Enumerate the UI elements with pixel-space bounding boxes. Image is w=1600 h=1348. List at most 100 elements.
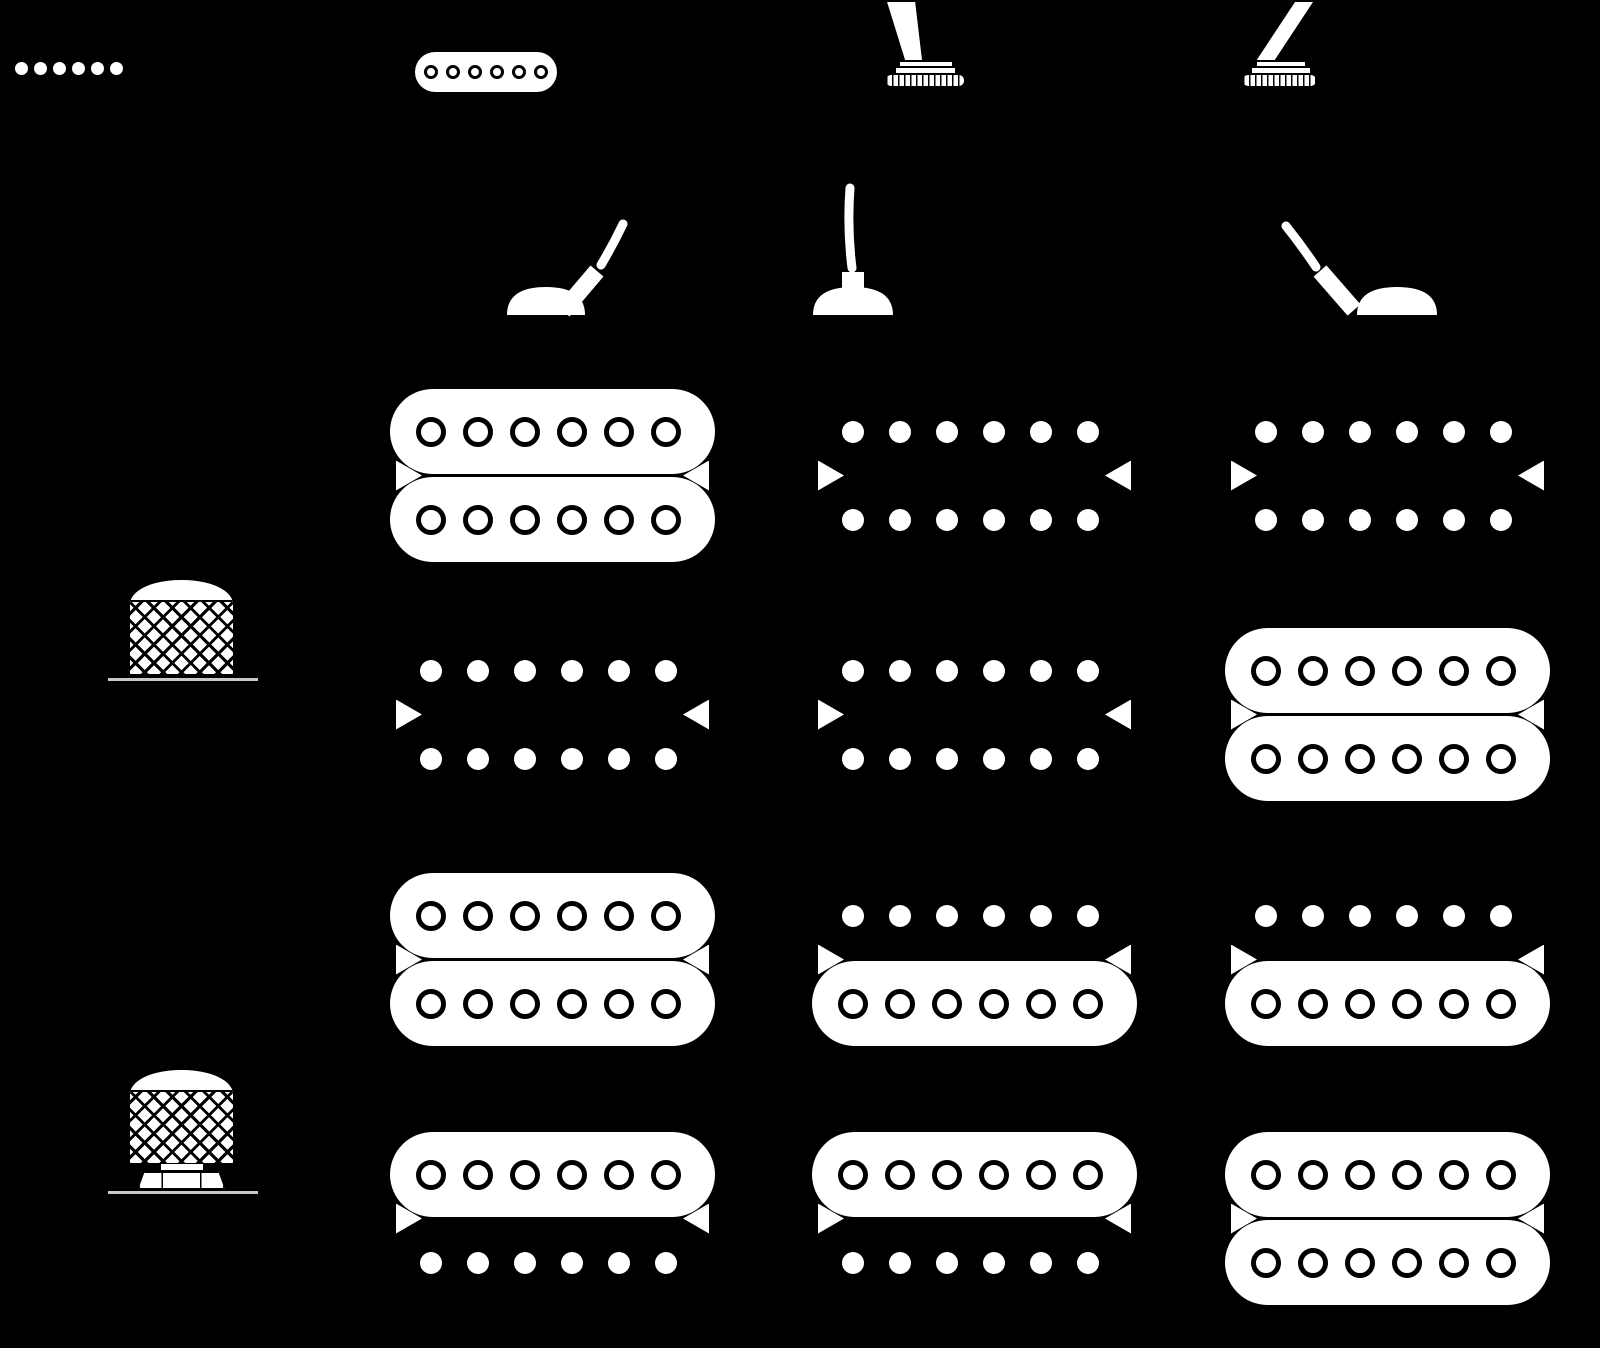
pole-piece-icon bbox=[1077, 508, 1099, 531]
pole-piece-icon bbox=[936, 420, 958, 443]
toggle-knurled-bushing-icon bbox=[886, 75, 964, 86]
pole-piece-icon bbox=[932, 988, 962, 1019]
pole-piece-icon bbox=[932, 1159, 962, 1190]
pole-piece-icon bbox=[1439, 743, 1469, 774]
pole-piece-icon bbox=[604, 900, 634, 931]
pole-piece-icon bbox=[1392, 1159, 1422, 1190]
pole-piece-icon bbox=[651, 900, 681, 931]
pole-piece-icon bbox=[467, 659, 489, 682]
coil-inactive-icon bbox=[812, 389, 1137, 474]
pole-piece-icon bbox=[842, 420, 864, 443]
coil-inactive-icon bbox=[812, 477, 1137, 562]
pole-piece-icon bbox=[604, 1159, 634, 1190]
pole-piece-icon bbox=[1298, 988, 1328, 1019]
pole-piece-icon bbox=[1255, 420, 1277, 443]
pole-piece-icon bbox=[983, 659, 1005, 682]
pole-piece-icon bbox=[424, 65, 438, 79]
coil-inactive-icon bbox=[1225, 477, 1550, 562]
pole-piece-icon bbox=[1345, 1159, 1375, 1190]
pole-piece-icon bbox=[1486, 1247, 1516, 1278]
pole-piece-icon bbox=[463, 1159, 493, 1190]
pole-piece-icon bbox=[1439, 1247, 1469, 1278]
knurl-texture bbox=[130, 1090, 233, 1163]
pole-piece-icon bbox=[514, 1251, 536, 1274]
pole-piece-icon bbox=[979, 1159, 1009, 1190]
humbucker-pickup bbox=[1225, 1132, 1550, 1305]
pole-piece-icon bbox=[889, 508, 911, 531]
pole-piece-icon bbox=[1396, 420, 1418, 443]
pole-piece-icon bbox=[534, 65, 548, 79]
pole-piece-icon bbox=[1392, 988, 1422, 1019]
humbucker-pickup bbox=[812, 1132, 1137, 1305]
pole-piece-icon bbox=[889, 1251, 911, 1274]
pole-piece-icon bbox=[1077, 1251, 1099, 1274]
pole-piece-icon bbox=[885, 988, 915, 1019]
pole-piece-icon bbox=[510, 504, 540, 535]
pole-piece-icon bbox=[557, 1159, 587, 1190]
coil-active-icon bbox=[1225, 628, 1550, 713]
pole-piece-icon bbox=[1077, 659, 1099, 682]
toggle-body-icon bbox=[896, 68, 955, 73]
pole-piece-icon bbox=[514, 659, 536, 682]
pole-piece-icon bbox=[557, 900, 587, 931]
pole-piece-icon bbox=[1030, 904, 1052, 927]
toggle-lever-icon bbox=[1256, 2, 1313, 60]
humbucker-pickup bbox=[812, 873, 1137, 1046]
pole-piece-icon bbox=[446, 65, 460, 79]
knob-dome-icon bbox=[128, 578, 235, 676]
pole-piece-icon bbox=[463, 900, 493, 931]
pole-piece-icon bbox=[655, 659, 677, 682]
pole-piece-icon bbox=[1490, 904, 1512, 927]
pole-piece-icon bbox=[416, 1159, 446, 1190]
pole-piece-icon bbox=[604, 988, 634, 1019]
pole-piece-icon bbox=[463, 416, 493, 447]
pole-piece-icon bbox=[1486, 743, 1516, 774]
pole-piece-icon bbox=[889, 659, 911, 682]
coil-active-icon bbox=[1225, 1132, 1550, 1217]
pole-piece-icon bbox=[514, 747, 536, 770]
baseline bbox=[108, 1191, 258, 1194]
pole-piece-icon bbox=[510, 1159, 540, 1190]
knurled-knob-with-nut-icon bbox=[108, 1066, 258, 1194]
toggle-body-icon bbox=[1252, 68, 1310, 73]
coil-active-icon bbox=[812, 1132, 1137, 1217]
pole-piece-icon bbox=[1443, 420, 1465, 443]
knurl-texture bbox=[130, 600, 233, 674]
pole-piece-icon bbox=[1077, 747, 1099, 770]
coil-inactive-icon bbox=[390, 628, 715, 713]
pole-piece-icon bbox=[983, 420, 1005, 443]
pole-piece-icon bbox=[467, 747, 489, 770]
toggle-body-icon bbox=[1257, 62, 1305, 66]
coil-inactive-icon bbox=[812, 1220, 1137, 1305]
pole-piece-icon bbox=[842, 1251, 864, 1274]
pole-piece-icon bbox=[936, 904, 958, 927]
pole-piece-icon bbox=[1443, 508, 1465, 531]
humbucker-pickup bbox=[390, 873, 715, 1046]
pole-piece-icon bbox=[1345, 655, 1375, 686]
pole-piece-icon bbox=[842, 508, 864, 531]
toggle-lever-icon bbox=[887, 2, 922, 60]
dot-icon bbox=[72, 62, 85, 75]
pole-piece-icon bbox=[1396, 508, 1418, 531]
pole-piece-icon bbox=[983, 904, 1005, 927]
toggle-switch-lean-right-icon bbox=[1225, 0, 1335, 90]
pole-piece-icon bbox=[1349, 508, 1371, 531]
pole-piece-icon bbox=[1077, 420, 1099, 443]
pole-piece-icon bbox=[936, 659, 958, 682]
pole-piece-icon bbox=[608, 659, 630, 682]
pole-piece-icon bbox=[1030, 420, 1052, 443]
pole-piece-icon bbox=[1030, 1251, 1052, 1274]
dot-icon bbox=[110, 62, 123, 75]
pole-piece-icon bbox=[936, 1251, 958, 1274]
pole-piece-icon bbox=[889, 747, 911, 770]
pole-piece-icon bbox=[651, 988, 681, 1019]
pole-piece-icon bbox=[1255, 508, 1277, 531]
pole-piece-icon bbox=[468, 65, 482, 79]
coil-active-icon bbox=[1225, 961, 1550, 1046]
pole-piece-icon bbox=[1298, 655, 1328, 686]
pole-piece-icon bbox=[1392, 1247, 1422, 1278]
pole-piece-icon bbox=[604, 504, 634, 535]
pole-piece-icon bbox=[842, 904, 864, 927]
pole-piece-icon bbox=[838, 988, 868, 1019]
coil-inactive-icon bbox=[812, 716, 1137, 801]
